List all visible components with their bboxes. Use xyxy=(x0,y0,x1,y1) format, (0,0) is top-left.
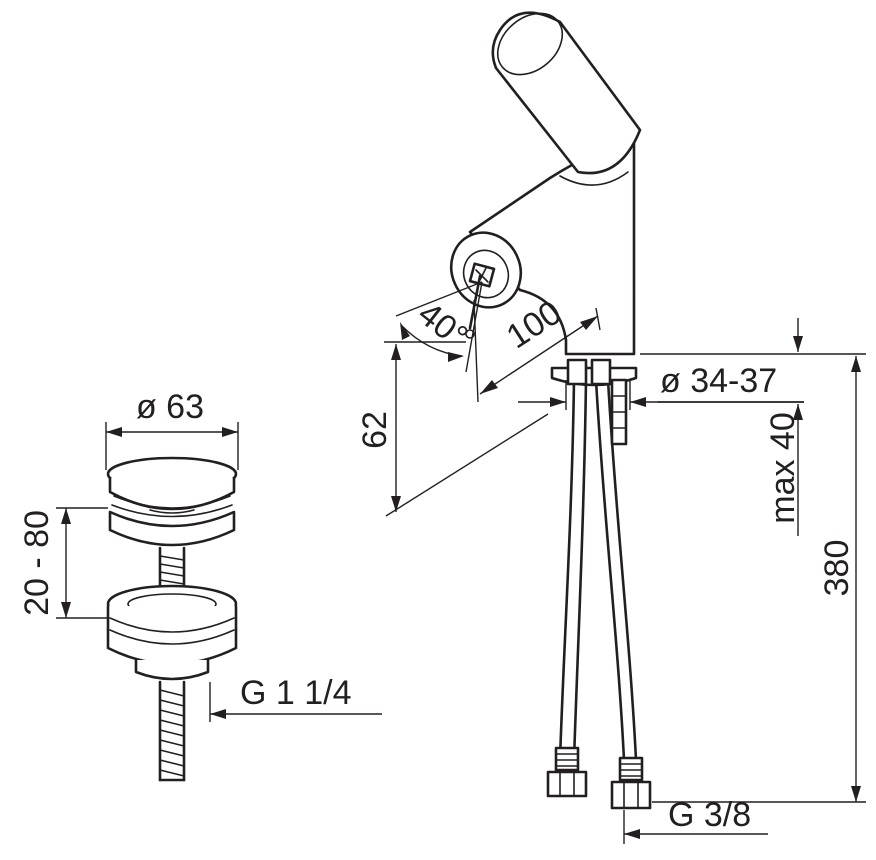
label-hose-length: 380 xyxy=(818,540,856,597)
label-deck-thickness: max 40 xyxy=(764,412,802,524)
label-drain-height: 20 - 80 xyxy=(18,510,56,616)
hose-fitting-left xyxy=(546,746,588,798)
label-drain-diameter: ø 63 xyxy=(136,388,204,426)
label-hose-thread: G 3/8 xyxy=(668,796,751,834)
dim-hose-thread: G 3/8 xyxy=(623,796,768,844)
dim-drain-thread: G 1 1/4 xyxy=(209,674,382,722)
drain-body xyxy=(106,584,238,681)
spout-outlet xyxy=(449,231,523,330)
faucet-assembly: 40° 100 62 ø 34-37 xyxy=(356,11,866,844)
hose-fitting-right xyxy=(610,756,652,810)
dim-drain-diameter: ø 63 xyxy=(105,388,239,470)
dim-hose-length: 380 xyxy=(652,356,866,803)
drain-assembly: ø 63 20 - 80 G 1 1/4 xyxy=(18,388,382,782)
dim-drain-height: 20 - 80 xyxy=(18,507,108,619)
dim-spout-height: 62 xyxy=(356,341,549,517)
label-rotation-angle: 40° xyxy=(411,295,475,357)
drain-cap xyxy=(106,456,238,547)
dim-deck-thickness: max 40 xyxy=(764,318,803,536)
drain-thread-stem xyxy=(158,680,186,782)
label-drain-thread: G 1 1/4 xyxy=(240,674,352,712)
mounting-hardware xyxy=(550,358,638,446)
label-hole-diameter: ø 34-37 xyxy=(660,362,777,400)
label-spout-height: 62 xyxy=(356,411,394,449)
pivot-marker xyxy=(465,329,475,339)
lever-handle xyxy=(491,11,642,175)
